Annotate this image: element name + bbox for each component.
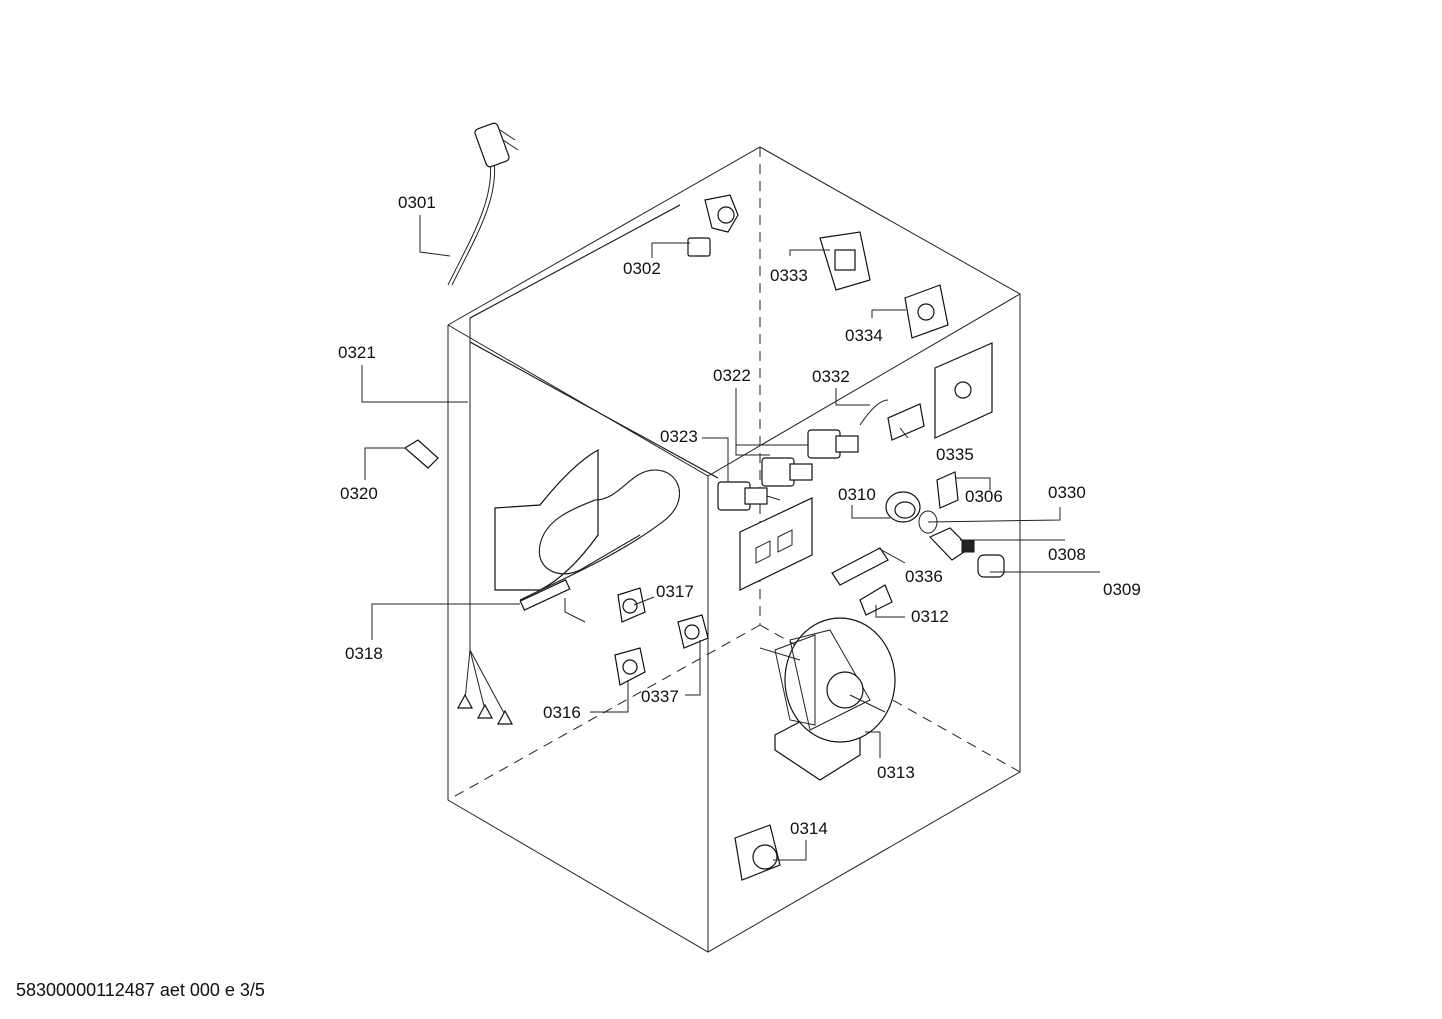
label-0321: 0321: [338, 343, 376, 362]
label-0302: 0302: [623, 259, 661, 278]
clip-part-0306: [936, 471, 959, 509]
sensor-part-0308: [928, 527, 975, 561]
label-0306: 0306: [965, 487, 1003, 506]
valve-part-0322: [761, 429, 859, 487]
label-0309: 0309: [1103, 580, 1141, 599]
ring-part-0310: [885, 491, 938, 534]
label-0336: 0336: [905, 567, 943, 586]
wiring-harness-part: [456, 204, 719, 725]
heater-element-part: [494, 448, 680, 623]
label-0308: 0308: [1048, 545, 1086, 564]
label-0312: 0312: [911, 607, 949, 626]
label-0314: 0314: [790, 819, 828, 838]
thermostat-part-0337: [677, 614, 709, 649]
valve-part-0323: [717, 481, 781, 511]
sensor-part-0309: [977, 554, 1005, 578]
leader-lines: [361, 215, 1100, 861]
label-0318: 0318: [345, 644, 383, 663]
label-0322: 0322: [713, 366, 751, 385]
bracket-plate-part: [934, 342, 993, 439]
document-reference-footer: 58300000112487 aet 000 e 3/5: [16, 980, 265, 1000]
pump-part-0314: [734, 824, 781, 881]
label-0323: 0323: [660, 427, 698, 446]
label-0320: 0320: [340, 484, 378, 503]
power-plug-part: [447, 122, 519, 286]
module-part-0333: [819, 231, 871, 291]
thermostat-part-0317: [617, 587, 646, 623]
label-0317: 0317: [656, 582, 694, 601]
label-0330: 0330: [1048, 483, 1086, 502]
part-labels: 0301 0302 0333 0334 0321 0322 0332 0323 …: [338, 193, 1141, 838]
bracket-part-0320: [403, 439, 439, 469]
module-part-0334: [904, 284, 949, 339]
label-0334: 0334: [845, 326, 883, 345]
label-0301: 0301: [398, 193, 436, 212]
module-part-0335: [859, 399, 925, 441]
motor-part: [759, 617, 896, 781]
label-0310: 0310: [838, 485, 876, 504]
clip-part-0302: [687, 194, 739, 257]
label-0337: 0337: [641, 687, 679, 706]
thermostat-part-0316: [614, 647, 646, 686]
label-0332: 0332: [812, 367, 850, 386]
label-0316: 0316: [543, 703, 581, 722]
connector-part-0312: [859, 584, 893, 616]
label-0313: 0313: [877, 763, 915, 782]
label-0333: 0333: [770, 266, 808, 285]
label-0335: 0335: [936, 445, 974, 464]
connector-part-0336: [831, 547, 889, 586]
panel-plate-part: [739, 497, 813, 591]
